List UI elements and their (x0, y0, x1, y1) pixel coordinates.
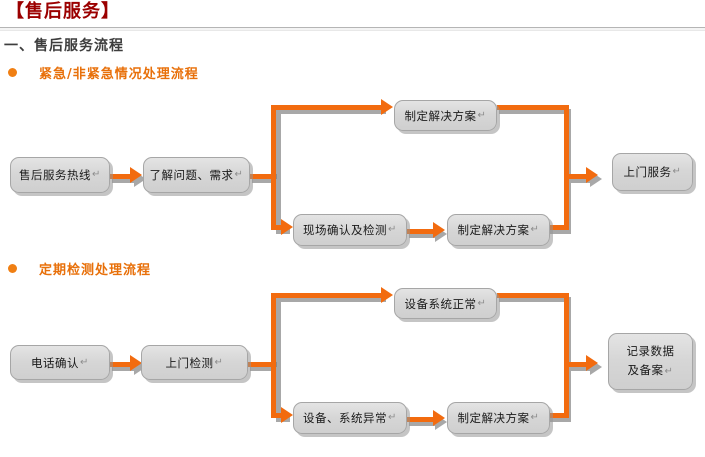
page-title: 【售后服务】 (6, 1, 120, 22)
paragraph-mark-icon: ↵ (664, 366, 674, 377)
bullet-dot-icon (8, 68, 17, 77)
connector-shadow (112, 366, 138, 371)
paragraph-mark-icon: ↵ (530, 224, 540, 235)
connector-merge-vertical (564, 105, 569, 230)
paragraph-mark-icon: ↵ (92, 169, 101, 180)
subsection-heading-periodic: 定期检测处理流程 (8, 258, 152, 278)
node-onsite-service[interactable]: 上门服务↵ (612, 153, 693, 191)
connector-phone-to-visit (110, 362, 134, 367)
arrowhead-hotline-to-understand (130, 167, 142, 183)
node-understand-requirements[interactable]: 了解问题、需求↵ (143, 157, 250, 193)
paragraph-mark-icon: ↵ (530, 412, 540, 423)
arrowhead-branch-top (381, 99, 393, 115)
node-label: 现场确认及检测 (303, 223, 388, 237)
connector-branch-bottom-2 (271, 413, 283, 418)
node-label: 设备系统正常 (404, 296, 477, 311)
node-plan-top[interactable]: 制定解决方案↵ (394, 100, 497, 131)
node-system-normal[interactable]: 设备系统正常↵ (394, 288, 497, 319)
node-onsite-check[interactable]: 现场确认及检测↵ (293, 214, 407, 246)
connector-shadow (409, 233, 441, 238)
node-label: 上门服务 (623, 165, 672, 179)
node-label-line2-wrap: 及备案↵ (628, 361, 674, 381)
node-label: 制定解决方案 (457, 223, 530, 237)
connector-branch-bottom (271, 225, 283, 230)
connector-abnormal-to-plan (407, 417, 437, 422)
node-phone-confirm[interactable]: 电话确认↵ (10, 345, 110, 380)
connector-shadow (566, 366, 594, 371)
node-label: 了解问题、需求 (149, 168, 234, 182)
node-record-data[interactable]: 记录数据 及备案↵ (608, 333, 693, 390)
arrowhead-branch-top-2 (381, 287, 393, 303)
paragraph-mark-icon: ↵ (80, 356, 89, 368)
connector-shadow (276, 109, 281, 234)
paragraph-mark-icon: ↵ (477, 109, 487, 121)
node-label: 制定解决方案 (457, 411, 530, 425)
connector-onsite-to-plan (407, 229, 437, 234)
connector-shadow (499, 109, 571, 114)
arrowhead-onsite-to-plan (433, 222, 445, 238)
connector-branch-top (271, 105, 383, 110)
node-plan-periodic[interactable]: 制定解决方案↵ (447, 402, 550, 434)
header-divider (0, 27, 705, 31)
connector-shadow (250, 366, 278, 371)
subsection-heading-emergency: 紧急/非紧急情况处理流程 (8, 62, 199, 82)
node-onsite-inspection[interactable]: 上门检测↵ (141, 345, 248, 380)
node-system-abnormal[interactable]: 设备、系统异常↵ (293, 402, 407, 434)
connector-shadow (276, 109, 386, 114)
node-label: 电话确认 (31, 355, 80, 370)
connector-shadow (566, 178, 594, 183)
paragraph-mark-icon: ↵ (388, 224, 397, 235)
connector-plantop-to-merge (497, 105, 569, 110)
paragraph-mark-icon: ↵ (672, 166, 682, 177)
connector-shadow (112, 178, 136, 183)
connector-shadow (252, 178, 280, 183)
connector-trunk-vertical (271, 105, 276, 230)
paragraph-mark-icon: ↵ (388, 412, 397, 423)
connector-shadow (499, 297, 571, 302)
node-label: 制定解决方案 (404, 108, 477, 123)
arrowhead-abnormal-to-plan (433, 410, 445, 426)
subsection-label: 紧急/非紧急情况处理流程 (39, 67, 199, 82)
connector-shadow (409, 421, 441, 426)
connector-shadow (276, 297, 386, 302)
connector-visit-stub (248, 362, 276, 367)
connector-branch-top-2 (271, 293, 383, 298)
node-label-line2: 及备案 (627, 363, 664, 377)
paragraph-mark-icon: ↵ (214, 356, 224, 368)
connector-merge-vertical-2 (564, 293, 569, 417)
node-hotline[interactable]: 售后服务热线↵ (10, 157, 110, 193)
connector-merge-to-service (564, 174, 590, 179)
connector-understand-stub (250, 174, 276, 179)
connector-shadow (276, 297, 281, 421)
arrowhead-phone-to-visit (130, 355, 142, 371)
bullet-dot-icon (8, 264, 17, 273)
arrowhead-branch-bottom-2 (281, 407, 293, 423)
connector-hotline-to-understand (110, 174, 132, 179)
arrowhead-branch-bottom (281, 219, 293, 235)
paragraph-mark-icon: ↵ (477, 297, 487, 309)
node-label: 上门检测 (165, 355, 214, 370)
subsection-label: 定期检测处理流程 (39, 263, 152, 278)
node-plan-bottom[interactable]: 制定解决方案↵ (447, 214, 550, 246)
paragraph-mark-icon: ↵ (234, 169, 244, 180)
node-label: 售后服务热线 (19, 168, 92, 182)
connector-merge-to-record (564, 362, 590, 367)
node-label-line1: 记录数据 (626, 344, 675, 358)
connector-trunk-vertical-2 (271, 293, 276, 417)
arrowhead-merge-to-record (586, 355, 598, 371)
connector-normal-to-merge (497, 293, 569, 298)
arrowhead-merge-to-service (586, 167, 598, 183)
node-label: 设备、系统异常 (303, 411, 388, 425)
section-heading: 一、售后服务流程 (4, 38, 124, 54)
